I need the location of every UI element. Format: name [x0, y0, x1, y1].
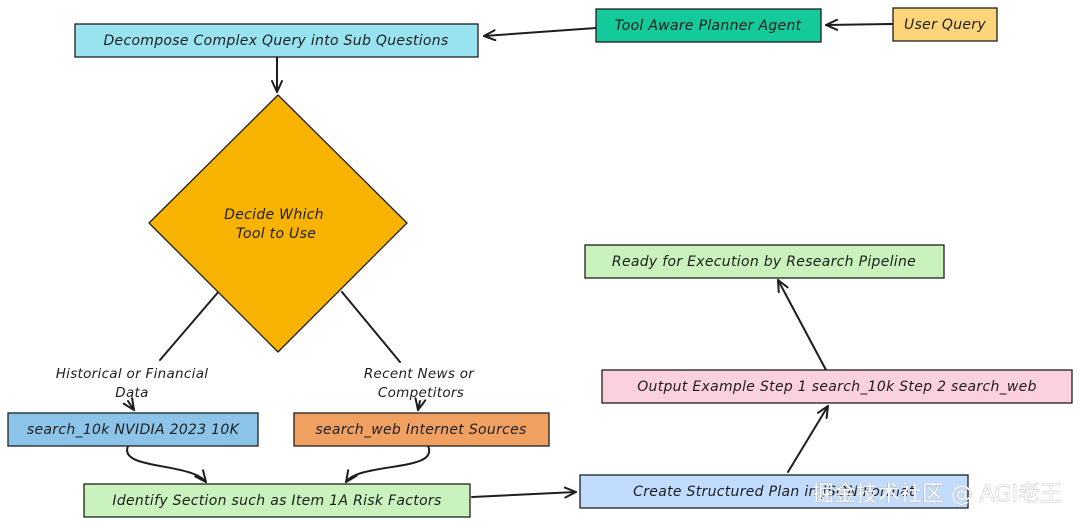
node-user-query[interactable]: User Query: [892, 7, 998, 42]
node-decide[interactable]: Decide Which Tool to Use: [148, 94, 408, 353]
node-search-web-box: [293, 412, 550, 447]
node-search-web[interactable]: search_web Internet Sources: [293, 412, 550, 447]
node-identify-box: [83, 483, 471, 518]
node-decompose-label: Decompose Complex Query into Sub Questio…: [103, 33, 448, 49]
node-ready-box: [584, 244, 945, 279]
edge-label-historical-line2: Data: [115, 385, 148, 401]
node-output-example-label: Output Example Step 1 search_10k Step 2 …: [637, 379, 1037, 395]
edge-label-historical-line1: Historical or Financial: [56, 366, 209, 382]
node-decide-line2: Tool to Use: [236, 226, 316, 242]
edge-label-recent: Recent News or Competitors: [364, 366, 475, 401]
node-planner[interactable]: Tool Aware Planner Agent: [595, 8, 822, 43]
edges: [122, 18, 893, 499]
node-user-query-box: [892, 7, 998, 42]
node-user-query-label: User Query: [904, 17, 986, 33]
node-output-example-box: [601, 369, 1073, 404]
node-structured-plan-box: [579, 474, 969, 509]
node-identify-label: Identify Section such as Item 1A Risk Fa…: [112, 493, 441, 509]
edge-identify-to-plan: [471, 486, 577, 499]
edge-plan-to-output: [787, 405, 829, 473]
edge-decide-to-search-web-tail: [414, 397, 427, 411]
edge-user-query-to-planner: [825, 18, 893, 31]
node-decide-diamond: [148, 94, 408, 353]
edge-planner-to-decompose: [483, 27, 597, 42]
edge-output-to-ready: [777, 279, 827, 371]
node-decompose[interactable]: Decompose Complex Query into Sub Questio…: [74, 23, 479, 58]
node-search-10k-label: search_10k NVIDIA 2023 10K: [27, 422, 241, 438]
edge-decide-to-search-10k-line: [159, 289, 221, 361]
node-ready-label: Ready for Execution by Research Pipeline: [612, 254, 916, 270]
edge-search-web-to-identify: [345, 445, 431, 483]
edge-decide-to-search-10k-tail: [122, 397, 135, 411]
node-search-10k-box: [7, 412, 259, 447]
node-planner-label: Tool Aware Planner Agent: [615, 18, 802, 34]
edge-decide-to-search-web-line: [341, 291, 401, 363]
edge-search-10k-to-identify: [126, 445, 207, 483]
node-decide-line1: Decide Which: [224, 207, 324, 223]
node-identify[interactable]: Identify Section such as Item 1A Risk Fa…: [83, 483, 471, 518]
node-search-10k[interactable]: search_10k NVIDIA 2023 10K: [7, 412, 259, 447]
edge-label-recent-line2: Competitors: [378, 385, 464, 401]
node-structured-plan[interactable]: Create Structured Plan in JSON Format: [579, 474, 969, 509]
node-planner-box: [595, 8, 822, 43]
node-decompose-box: [74, 23, 479, 58]
watermark: 掘金技术社区 @ AGI老王: [812, 482, 1062, 507]
node-structured-plan-label: Create Structured Plan in JSON Format: [633, 484, 915, 500]
edge-label-historical: Historical or Financial Data: [56, 366, 209, 401]
node-output-example[interactable]: Output Example Step 1 search_10k Step 2 …: [601, 369, 1073, 404]
node-search-web-label: search_web Internet Sources: [315, 422, 526, 438]
node-ready[interactable]: Ready for Execution by Research Pipeline: [584, 244, 945, 279]
edge-label-recent-line1: Recent News or: [364, 366, 475, 382]
